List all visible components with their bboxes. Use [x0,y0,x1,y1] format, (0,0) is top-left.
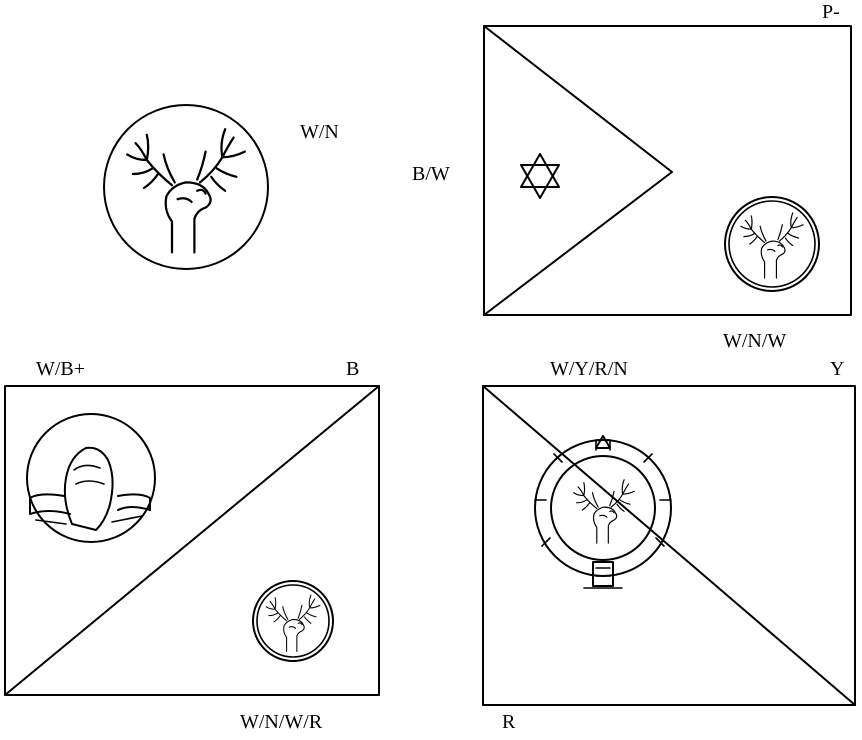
flag-2 [4,385,380,696]
flag-3-top-left-label: W/Y/R/N [550,358,628,380]
flag-2-top-right-label: B [346,358,359,380]
flag-3 [482,385,856,706]
flag-2-top-left-label: W/B+ [36,358,85,380]
deer-head-icon [265,594,321,652]
medallion-label: W/N [300,121,339,143]
medallion-emblem [103,104,269,270]
flag-3-bottom-left-label: R [502,711,516,733]
flag-2-bottom-label: W/N/W/R [240,711,323,733]
flag-1-border [483,25,852,316]
flag-3-top-right-label: Y [830,358,844,380]
deer-head-icon [126,128,246,254]
flag-1-deer-emblem [724,196,820,292]
flag-1-triangle [483,25,673,316]
flag-2-diagonal [4,385,380,696]
flag-2-border [4,385,380,696]
flag-1 [483,25,852,316]
star-of-david-icon [520,153,560,199]
fist-emblem-icon [26,413,156,543]
deer-head-icon [740,212,804,279]
flag-1-top-right-label: P- [822,1,840,23]
flag-1-left-label: B/W [412,163,450,185]
gear-emblem-icon [534,435,672,589]
flag-2-deer-emblem [252,580,334,662]
medallion-circle [103,104,269,270]
flag-3-border [482,385,856,706]
flag-3-diagonal [482,385,856,706]
flag-1-bottom-label: W/N/W [723,330,786,352]
